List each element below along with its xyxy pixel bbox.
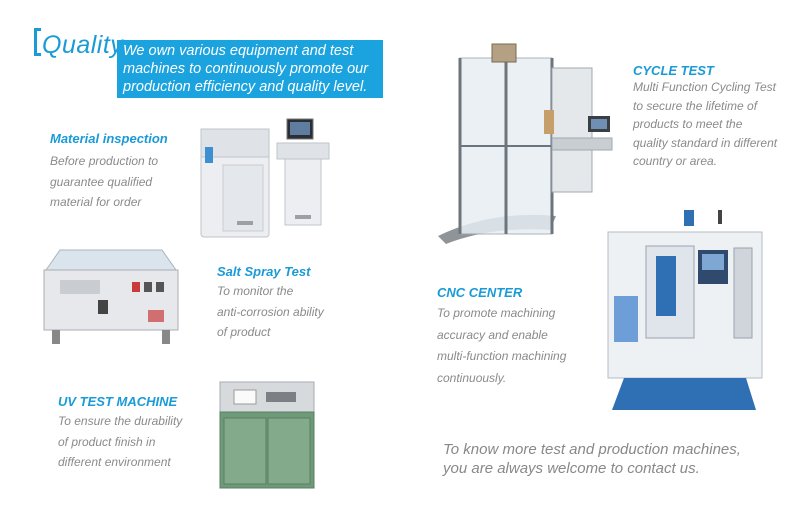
banner-line: machines to continuously promote our (123, 61, 369, 77)
cnc-machine-image (607, 210, 763, 410)
desc-line: quality standard in different (633, 135, 778, 150)
material-inspection-heading: Material inspection (50, 131, 168, 146)
uv-test-heading: UV TEST MACHINE (58, 394, 178, 409)
desc-line: accuracy and enable (437, 327, 548, 342)
bracket-decoration (34, 28, 41, 56)
desc-line: Multi Function Cycling Test (633, 80, 776, 94)
cycle-test-description: Multi Function Cycling Test to secure th… (633, 78, 777, 171)
cycle-test-heading: CYCLE TEST (633, 63, 714, 78)
cnc-center-heading: CNC CENTER (437, 285, 523, 300)
desc-line: different environment (58, 455, 171, 469)
footer-line: you are always welcome to contact us. (443, 460, 700, 477)
desc-line: to secure the lifetime of (633, 98, 758, 113)
desc-line: of product finish in (58, 434, 156, 449)
contact-footer: To know more test and production machine… (443, 440, 741, 478)
uv-test-description: To ensure the durability of product fini… (58, 411, 182, 473)
desc-line: Before production to (50, 154, 159, 168)
banner-line: We own various equipment and test (123, 43, 354, 59)
desc-line: guarantee qualified (50, 174, 153, 189)
desc-line: To monitor the (217, 284, 294, 298)
desc-line: country or area. (633, 154, 718, 168)
page-title-text: Quality (42, 31, 124, 59)
desc-line: multi-function machining (437, 349, 567, 363)
desc-line: continuously. (437, 370, 507, 385)
salt-spray-chamber-image (43, 249, 179, 344)
material-inspection-machine-image (200, 118, 330, 238)
cnc-center-description: To promote machining accuracy and enable… (437, 303, 566, 389)
intro-banner: We own various equipment and test machin… (117, 40, 383, 98)
uv-test-machine-image (219, 381, 315, 489)
footer-line: To know more test and production machine… (443, 441, 741, 458)
desc-line: of product (217, 325, 271, 339)
salt-spray-description: To monitor the anti-corrosion ability of… (217, 281, 324, 343)
desc-line: material for order (50, 195, 142, 209)
desc-line: anti-corrosion ability (217, 304, 324, 319)
desc-line: To promote machining (437, 306, 556, 320)
banner-line: production efficiency and quality level. (123, 79, 368, 95)
material-inspection-description: Before production to guarantee qualified… (50, 151, 158, 213)
cycle-test-rig-image (438, 43, 613, 244)
page-title: Quality (34, 28, 123, 60)
salt-spray-heading: Salt Spray Test (217, 264, 311, 279)
desc-line: To ensure the durability (58, 414, 183, 428)
desc-line: products to meet the (633, 117, 743, 131)
